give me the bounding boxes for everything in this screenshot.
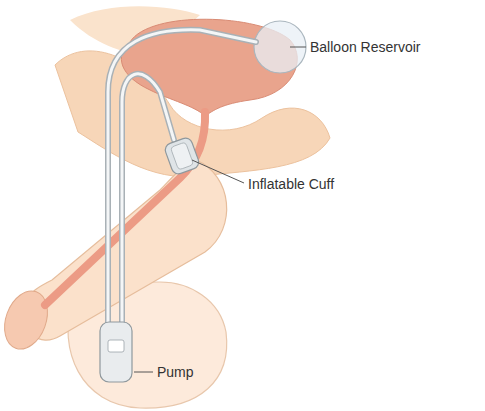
- tube: [122, 74, 174, 325]
- leader-line: [290, 47, 306, 48]
- balloon-reservoir: [254, 21, 306, 73]
- part-label: Inflatable Cuff: [248, 176, 334, 192]
- inflatable-cuff: [163, 136, 200, 176]
- glans: [0, 285, 55, 355]
- tube: [122, 74, 174, 325]
- pump: [100, 322, 132, 382]
- tube: [108, 30, 256, 325]
- leader-line: [192, 160, 244, 183]
- tube: [108, 30, 256, 325]
- part-label: Balloon Reservoir: [310, 39, 421, 55]
- urethra: [45, 112, 205, 305]
- part-label: Pump: [157, 364, 194, 380]
- pump-valve: [108, 340, 124, 352]
- leader-line: [134, 372, 153, 373]
